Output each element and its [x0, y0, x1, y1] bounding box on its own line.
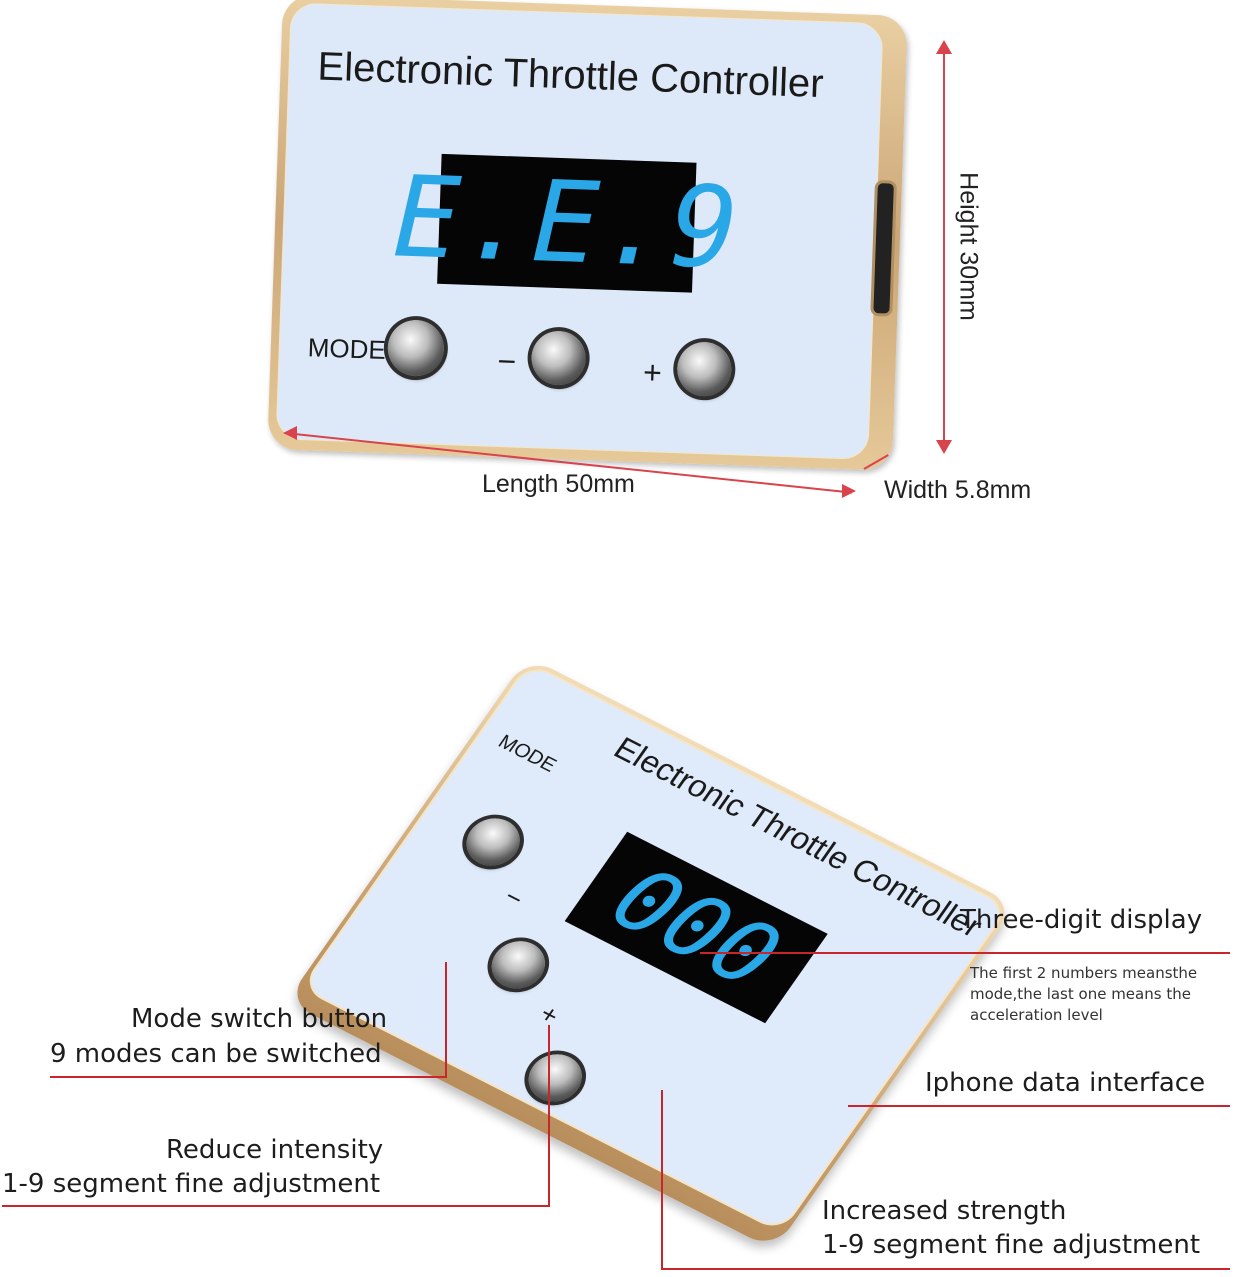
minus-button	[481, 932, 556, 997]
display-digits: 000	[593, 847, 800, 1008]
length-arrow-head-right	[842, 484, 856, 498]
callout-increase-line2: 1-9 segment fine adjustment	[822, 1230, 1201, 1260]
length-arrow-head-left	[283, 426, 297, 440]
height-arrow	[943, 44, 945, 449]
mode-button	[456, 809, 530, 875]
device-face: Electronic Throttle Controller E.E.9 MOD…	[275, 2, 884, 460]
callout-increase-connector	[661, 1090, 663, 1270]
mode-label: MODE	[493, 731, 561, 777]
callout-reduce-line	[2, 1205, 550, 1207]
callout-reduce-line2: 1-9 segment fine adjustment	[2, 1169, 381, 1199]
minus-label: −	[496, 342, 517, 380]
mode-button	[386, 319, 445, 378]
callout-reduce-line1: Reduce intensity	[166, 1135, 384, 1165]
callout-iphone: Iphone data interface	[925, 1068, 1206, 1098]
callout-mode-connector	[445, 962, 447, 1078]
callout-display-title: Three-digit display	[960, 905, 1203, 935]
length-label: Length 50mm	[482, 470, 635, 498]
device-title: Electronic Throttle Controller	[316, 44, 825, 107]
callout-display-desc-2: mode,the last one means the	[970, 985, 1191, 1003]
led-display: E.E.9	[391, 152, 743, 295]
minus-button	[530, 330, 587, 386]
callout-display-desc-3: acceleration level	[970, 1006, 1103, 1024]
display-digits: E.E.9	[391, 152, 743, 295]
top-device-image: Electronic Throttle Controller E.E.9 MOD…	[267, 0, 908, 471]
plus-label: +	[642, 354, 663, 391]
height-arrow-head-top	[936, 40, 952, 54]
mode-label: MODE	[307, 332, 387, 366]
callout-mode-line	[50, 1076, 446, 1078]
callout-reduce-connector	[548, 1025, 550, 1207]
height-label: Height 30mm	[954, 172, 983, 321]
callout-iphone-line	[848, 1105, 1230, 1107]
plus-button	[676, 341, 733, 398]
callout-increase-line1: Increased strength	[822, 1196, 1067, 1226]
plus-button	[518, 1045, 592, 1110]
device-face: Electronic Throttle Controller 000 MODE …	[300, 661, 1010, 1234]
callout-increase-line	[662, 1268, 1230, 1270]
bottom-device-image: Electronic Throttle Controller 000 MODE …	[286, 656, 1016, 1251]
callout-display-desc-1: The first 2 numbers meansthe	[970, 964, 1198, 982]
height-arrow-head-bottom	[936, 440, 952, 454]
callout-mode-line1: Mode switch button	[131, 1004, 388, 1034]
callout-display-line	[700, 952, 1230, 954]
callout-mode-line2: 9 modes can be switched	[50, 1039, 382, 1069]
led-display: 000	[564, 831, 828, 1024]
width-label: Width 5.8mm	[884, 476, 1032, 504]
minus-label: −	[498, 881, 530, 914]
